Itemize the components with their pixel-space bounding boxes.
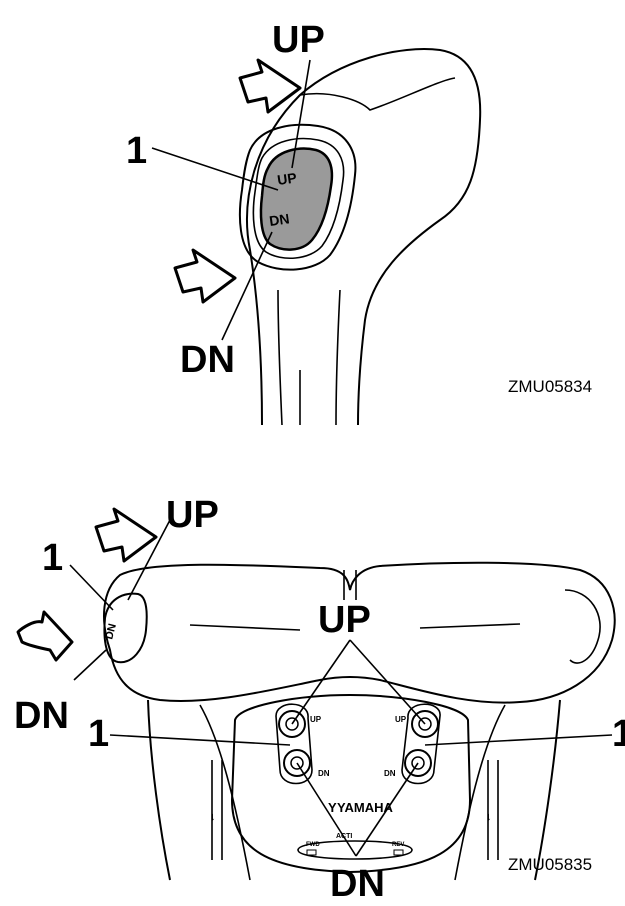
label-callout-1-side: 1 xyxy=(42,537,63,579)
panel-dn-right: DN xyxy=(384,769,396,778)
label-up-center: UP xyxy=(318,599,371,641)
switch-dn-label: DN xyxy=(268,210,290,229)
side-switch xyxy=(103,592,148,664)
panel-dn-left: DN xyxy=(318,769,330,778)
handle-grip-line-2 xyxy=(277,289,283,426)
leader-callout-1-left xyxy=(109,734,291,746)
button-pod-right xyxy=(401,703,441,785)
push-arrow-down-bottom xyxy=(16,610,74,662)
handlebar-inner-line-left xyxy=(189,624,301,631)
handle-grip-line-3 xyxy=(335,289,341,426)
panel-rev: REV xyxy=(392,842,404,848)
figure-code-bottom: ZMU05835 xyxy=(508,855,592,874)
leader-dn-side xyxy=(73,649,107,681)
panel-bottom-pill xyxy=(297,840,413,860)
label-callout-1-left: 1 xyxy=(88,713,109,755)
label-up: UP xyxy=(272,19,325,61)
leader-callout-1-side xyxy=(69,564,114,611)
push-arrow-up xyxy=(238,58,302,114)
leader-dn xyxy=(221,231,273,341)
brand-logo: Y xyxy=(328,800,337,815)
switch-bezel-inner xyxy=(252,137,345,260)
leader-callout-1 xyxy=(151,147,279,191)
leader-up-side xyxy=(127,519,171,601)
side-switch-mark: DN xyxy=(103,622,119,641)
leader-up-center-right xyxy=(349,639,426,725)
right-lever-mark: ↓ xyxy=(486,811,492,823)
right-lever xyxy=(487,760,499,860)
push-arrow-up-bottom xyxy=(94,507,158,563)
leader-callout-1-right xyxy=(424,734,613,746)
brand-text: YAMAHA xyxy=(337,800,393,815)
leader-dn-center-right xyxy=(355,762,419,857)
leader-up xyxy=(291,59,311,169)
handlebar-inner-line-right xyxy=(419,623,521,629)
left-lever xyxy=(211,760,223,860)
console-outline xyxy=(147,699,561,881)
label-dn-center: DN xyxy=(330,863,385,905)
button-pod-left xyxy=(275,703,313,785)
bottom-figure: DN ↓ ↓ UP UP DN DN xyxy=(14,494,625,905)
label-up-side: UP xyxy=(166,494,219,536)
handlebar-center-seam xyxy=(343,570,357,600)
handle-outline xyxy=(246,48,482,426)
handlebar-right-cap xyxy=(564,589,601,664)
label-dn: DN xyxy=(180,339,235,381)
handle-inner-edge xyxy=(299,77,456,111)
push-arrow-down xyxy=(173,248,237,304)
handlebar-outline xyxy=(103,561,616,704)
figure-code: ZMU05834 xyxy=(508,377,592,396)
label-dn-side: DN xyxy=(14,695,69,737)
updown-switch xyxy=(259,147,334,251)
label-callout-1: 1 xyxy=(126,130,147,172)
left-lever-mark: ↓ xyxy=(210,811,216,823)
console-panel xyxy=(230,693,472,874)
label-callout-1-right: 1 xyxy=(612,713,625,755)
panel-up-right: UP xyxy=(395,715,407,724)
leader-dn-center-left xyxy=(296,762,357,857)
console-inner xyxy=(199,704,506,881)
switch-bezel xyxy=(238,123,357,271)
panel-up-left: UP xyxy=(310,715,322,724)
top-figure: UP DN UP 1 DN ZMU05834 xyxy=(126,19,592,426)
panel-indicator-left xyxy=(306,849,317,856)
leader-up-center-left xyxy=(291,639,351,725)
panel-indicator-right xyxy=(393,849,404,856)
panel-fwd: FWD xyxy=(306,842,320,848)
switch-up-label: UP xyxy=(276,169,297,188)
